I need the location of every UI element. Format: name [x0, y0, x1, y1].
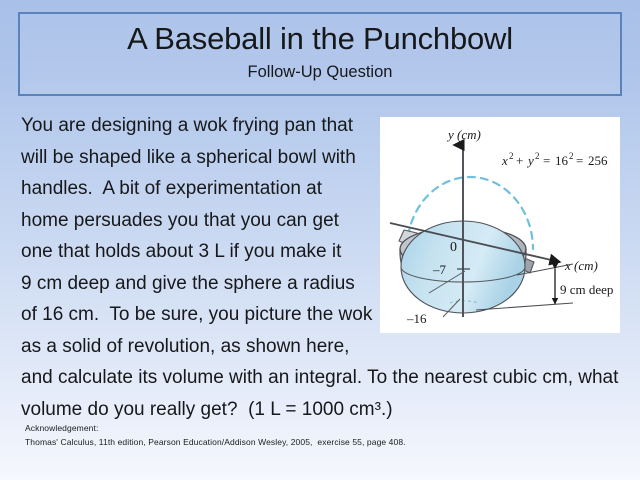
body-line: will be shaped like a spherical bowl wit…: [21, 146, 356, 168]
equation-result: 256: [588, 153, 608, 168]
page-subtitle: Follow-Up Question: [247, 62, 393, 81]
sphere-dashed-arc: [405, 175, 535, 251]
minus-seven-label: –7: [432, 262, 447, 277]
title-box: A Baseball in the Punchbowl Follow-Up Qu…: [18, 12, 622, 96]
equation-y: y: [526, 153, 534, 168]
page-title: A Baseball in the Punchbowl: [127, 21, 513, 56]
acknowledgement-heading: Acknowledgement:: [25, 423, 99, 433]
equation-y-exponent: 2: [535, 151, 540, 161]
circle-equation-label: x 2 + y 2 = 16 2 = 256: [501, 151, 608, 168]
depth-label: 9 cm deep: [560, 282, 613, 297]
equation-sixteen: 16: [555, 153, 569, 168]
body-line: as a solid of revolution, as shown here,: [21, 335, 350, 357]
y-axis-label: y (cm): [446, 127, 481, 142]
equation-equals-2: =: [576, 153, 583, 168]
minus-seven-leader: [428, 270, 466, 294]
body-line: volume do you really get? (1 L = 1000 cm…: [21, 398, 393, 420]
bowl-bottom-dashes: [449, 300, 479, 304]
acknowledgement: Acknowledgement: Thomas' Calculus, 11th …: [25, 421, 406, 449]
body-line: home persuades you that you can get: [21, 209, 339, 231]
wok-diagram-svg: y (cm) x (cm) x 2 + y 2 = 16 2 = 256 0 –…: [380, 117, 620, 333]
minus-sixteen-leader: [442, 298, 461, 318]
equation-x: x: [501, 153, 508, 168]
equation-plus: +: [516, 153, 523, 168]
wok-diagram-figure: y (cm) x (cm) x 2 + y 2 = 16 2 = 256 0 –…: [380, 117, 620, 333]
body-line: handles. A bit of experimentation at: [21, 178, 323, 199]
acknowledgement-citation: Thomas' Calculus, 11th edition, Pearson …: [25, 437, 406, 447]
depth-upper-reference-line: [516, 263, 574, 276]
body-text: You are designing a wok frying pan that …: [21, 110, 621, 425]
x-axis-label: x (cm): [564, 258, 598, 273]
minus-sixteen-label: –16: [406, 311, 427, 326]
equation-sixteen-exponent: 2: [569, 151, 574, 161]
body-line: and calculate its volume with an integra…: [21, 367, 619, 388]
body-line: You are designing a wok frying pan that: [21, 115, 354, 136]
x-axis: [389, 222, 562, 266]
body-line: one that holds about 3 L if you make it: [21, 241, 342, 262]
body-line: of 16 cm. To be sure, you picture the wo…: [21, 304, 373, 325]
origin-label: 0: [450, 240, 457, 255]
equation-x-exponent: 2: [509, 151, 514, 161]
equation-equals-1: =: [543, 153, 550, 168]
body-line: 9 cm deep and give the sphere a radius: [21, 272, 355, 294]
